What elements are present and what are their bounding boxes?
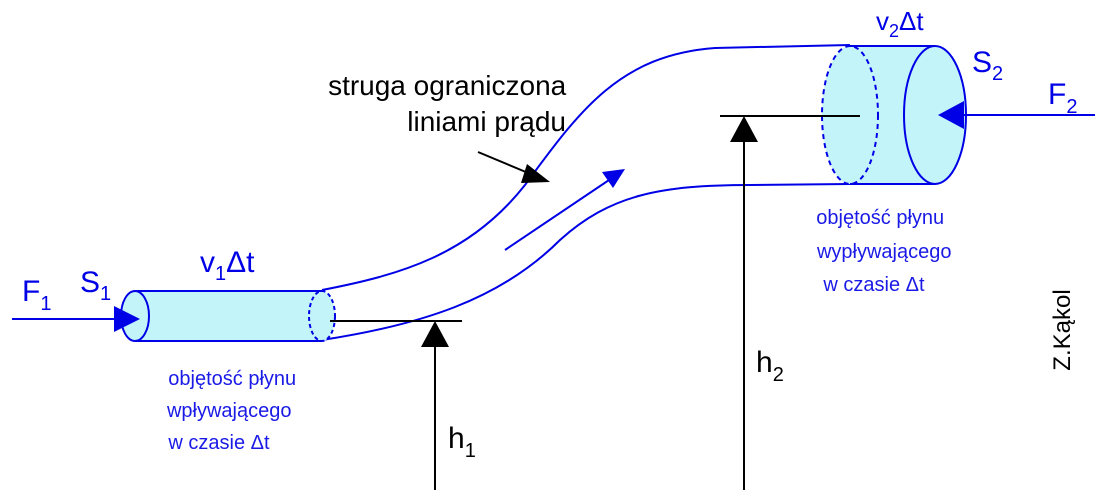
inflow-volume-cylinder: [120, 290, 336, 342]
stream-tube-upper-line: [321, 44, 851, 291]
label-v1-dt: v1Δt: [200, 246, 255, 285]
label-h2: h2: [756, 346, 784, 386]
author-credit: Z.Kąkol: [1049, 289, 1076, 370]
stream-tube-caption: struga ograniczona liniami prądu: [328, 70, 574, 137]
label-f1: F1: [22, 275, 51, 315]
flow-direction-arrow: [504, 175, 616, 251]
outflow-volume-cylinder: [821, 45, 967, 185]
height-h1-arrow-head: [421, 321, 449, 347]
flow-direction-arrow-head: [602, 169, 625, 188]
height-h2-arrow-head: [730, 116, 758, 142]
caption-pointer-arrow-head: [521, 164, 550, 183]
label-s2: S2: [972, 46, 1003, 85]
label-s1: S1: [80, 266, 111, 305]
force-arrow-f1-head: [114, 306, 140, 332]
outflow-volume-caption: objętość płynu wypływającego w czasie Δt: [816, 207, 957, 296]
label-h1: h1: [448, 422, 476, 462]
inflow-cylinder-body: [135, 291, 322, 341]
label-f2: F2: [1048, 78, 1077, 118]
stream-tube-lower-line: [321, 183, 851, 341]
inflow-volume-caption: objętość płynu wpływającego w czasie Δt: [166, 368, 302, 454]
inflow-cylinder-end: [308, 290, 336, 342]
label-v2-dt: v2Δt: [876, 6, 924, 41]
caption-pointer-arrow: [477, 151, 534, 176]
force-arrow-f2-head: [938, 101, 964, 129]
